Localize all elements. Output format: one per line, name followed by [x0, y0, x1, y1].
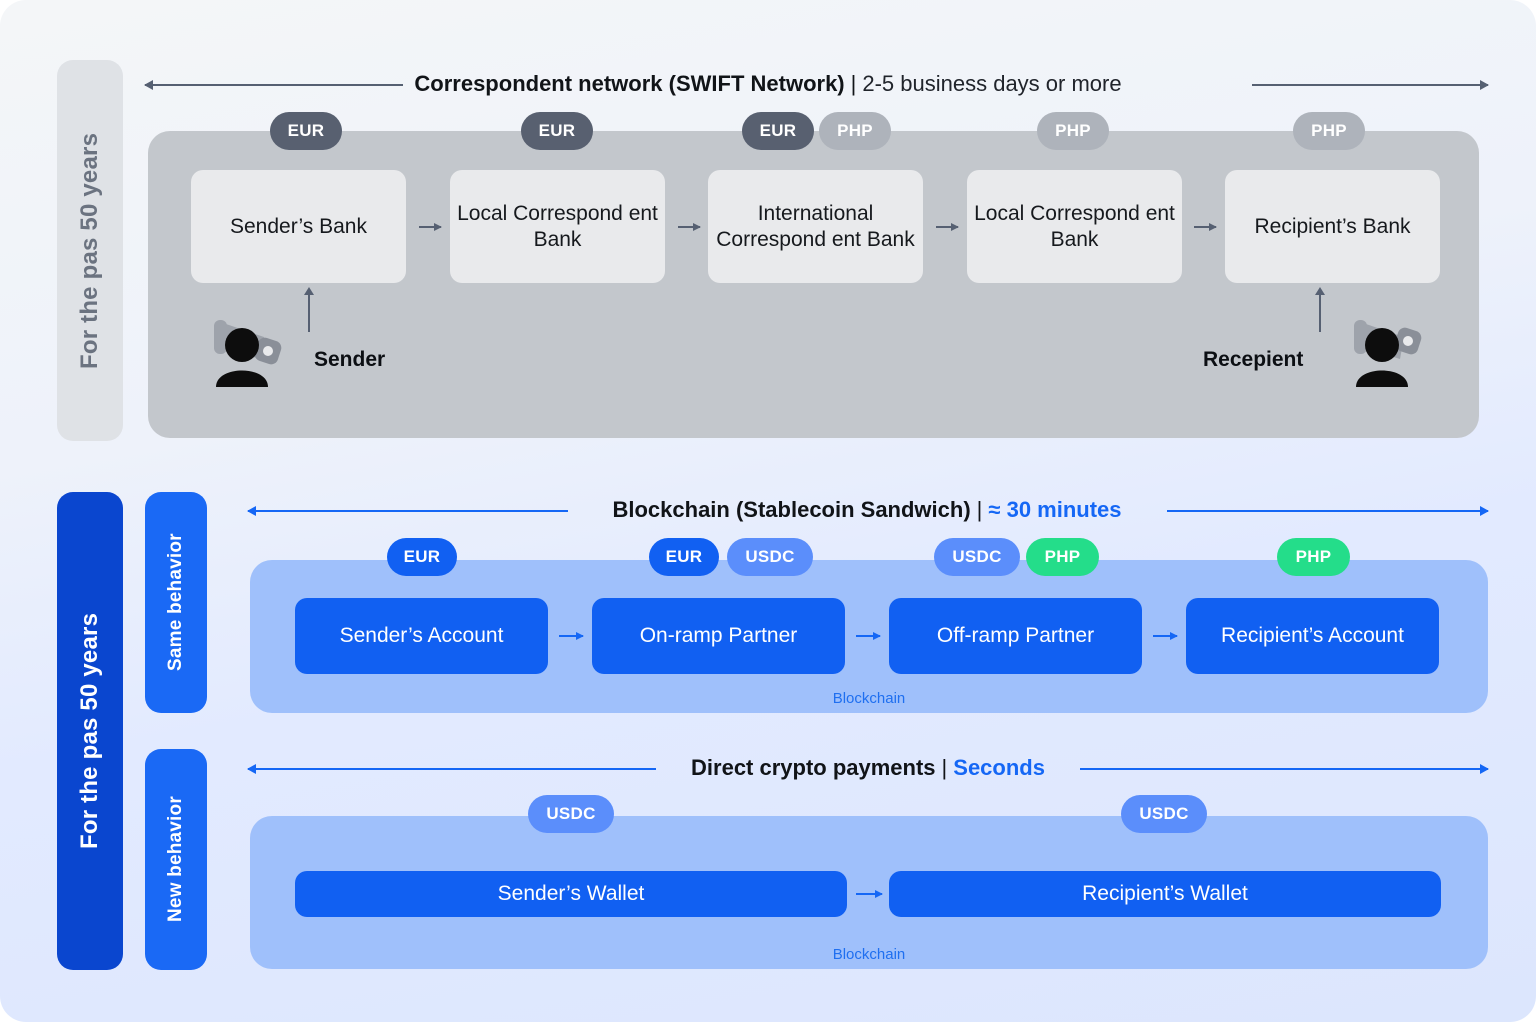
badge-php-recipients-bank: PHP: [1293, 112, 1365, 150]
node-off-ramp-partner: Off-ramp Partner: [889, 598, 1142, 674]
section-title-text-blockchain: Blockchain (Stablecoin Sandwich): [612, 497, 971, 522]
node-senders-account: Sender’s Account: [295, 598, 548, 674]
node-local-correspondent-bank-1: Local Correspond ent Bank: [450, 170, 665, 283]
timeline-arrow-right-legacy: [1252, 84, 1488, 86]
flow-arrow-blockchain-3: [1153, 635, 1177, 637]
badge-usdc-senders-wallet: USDC: [528, 795, 614, 833]
flow-arrow-legacy-2: [678, 226, 700, 228]
section-duration-text: 2-5 business days or more: [862, 71, 1122, 96]
timeline-arrow-right-blockchain: [1167, 510, 1488, 512]
badge-usdc-offramp: USDC: [934, 538, 1020, 576]
sidebar-legacy-era: For the pas 50 years: [57, 60, 123, 441]
title-separator-blockchain: |: [976, 497, 983, 522]
badge-php-offramp: PHP: [1026, 538, 1099, 576]
section-title-text: Correspondent network (SWIFT Network): [414, 71, 845, 96]
node-on-ramp-partner: On-ramp Partner: [592, 598, 845, 674]
section-duration-blockchain: ≈ 30 minutes: [988, 497, 1122, 522]
title-separator: |: [850, 71, 857, 96]
sidebar-modern-era: For the pas 50 years: [57, 492, 123, 970]
label-recipient: Recepient: [1203, 348, 1304, 371]
timeline-arrow-left-blockchain: [248, 510, 568, 512]
timeline-arrow-left-direct: [248, 768, 656, 770]
section-title-text-direct: Direct crypto payments: [691, 755, 936, 780]
node-international-correspondent-bank: International Correspond ent Bank: [708, 170, 923, 283]
badge-eur-senders-bank: EUR: [270, 112, 342, 150]
node-recipients-bank: Recipient’s Bank: [1225, 170, 1440, 283]
node-local-correspondent-bank-2: Local Correspond ent Bank: [967, 170, 1182, 283]
section-title-direct-crypto: Direct crypto payments|Seconds: [368, 755, 1368, 781]
node-senders-wallet: Sender’s Wallet: [295, 871, 847, 917]
sender-person-with-phone-icon: [214, 320, 282, 387]
flow-arrow-blockchain-2: [856, 635, 880, 637]
section-title-blockchain: Blockchain (Stablecoin Sandwich)|≈ 30 mi…: [367, 497, 1367, 523]
tab-new-behavior[interactable]: New behavior: [145, 749, 207, 970]
caption-direct-crypto: Blockchain: [832, 946, 906, 963]
title-separator-direct: |: [941, 755, 948, 780]
connector-sender-to-bank: [308, 294, 310, 332]
node-recipients-wallet: Recipient’s Wallet: [889, 871, 1441, 917]
caption-blockchain-sandwich: Blockchain: [832, 690, 906, 707]
badge-php-local-correspondent-2: PHP: [1037, 112, 1109, 150]
flow-arrow-blockchain-1: [559, 635, 583, 637]
tab-same-behavior[interactable]: Same behavior: [145, 492, 207, 713]
label-sender: Sender: [314, 348, 386, 371]
flow-arrow-legacy-4: [1194, 226, 1216, 228]
badge-eur-international-correspondent: EUR: [742, 112, 814, 150]
flow-arrow-direct-1: [856, 893, 882, 895]
flow-arrow-legacy-3: [936, 226, 958, 228]
badge-eur-onramp: EUR: [649, 538, 719, 576]
badge-usdc-onramp: USDC: [727, 538, 813, 576]
badge-eur-senders-account: EUR: [387, 538, 457, 576]
recipient-person-with-phone-icon: [1354, 320, 1422, 387]
section-title-correspondent: Correspondent network (SWIFT Network)|2-…: [268, 71, 1268, 97]
timeline-arrow-left-legacy: [145, 84, 403, 86]
flow-arrow-legacy-1: [419, 226, 441, 228]
node-recipients-account: Recipient’s Account: [1186, 598, 1439, 674]
badge-eur-local-correspondent-1: EUR: [521, 112, 593, 150]
node-senders-bank: Sender’s Bank: [191, 170, 406, 283]
badge-php-international-correspondent: PHP: [819, 112, 891, 150]
section-duration-direct: Seconds: [953, 755, 1045, 780]
connector-recipient-to-bank: [1319, 294, 1321, 332]
badge-usdc-recipients-wallet: USDC: [1121, 795, 1207, 833]
badge-php-recipients-account: PHP: [1277, 538, 1350, 576]
timeline-arrow-right-direct: [1080, 768, 1488, 770]
